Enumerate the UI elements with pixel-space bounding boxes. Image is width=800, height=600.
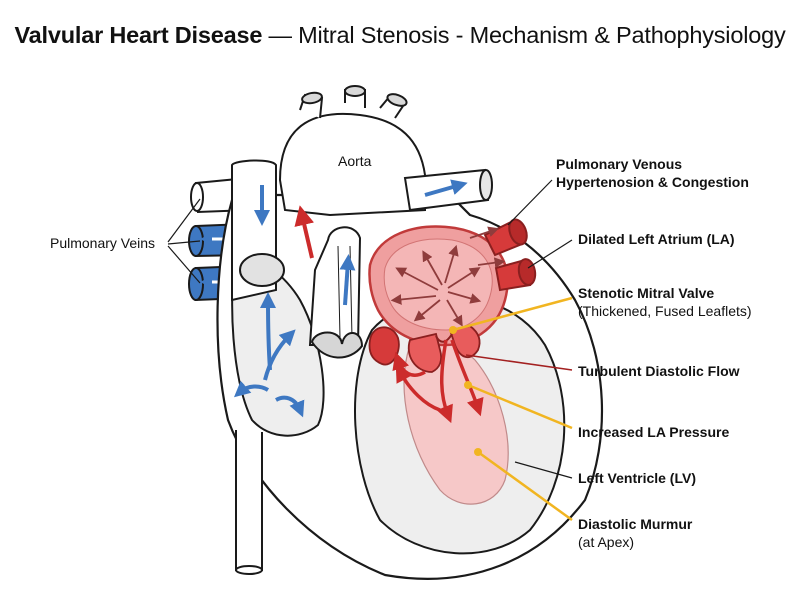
left-pulmonary-veins (483, 218, 537, 292)
la-pressure-arrows (390, 226, 506, 327)
aortic-flow-arrow (424, 179, 468, 197)
label-murmur-text: Diastolic Murmur (578, 516, 693, 532)
la-pressure-dot (464, 381, 472, 389)
title-bold: Valvular Heart Disease (14, 22, 263, 48)
label-stenotic-valve-sub: (Thickened, Fused Leaflets) (578, 303, 752, 319)
venous-flow-arrows (233, 185, 305, 418)
murmur-dot (474, 448, 482, 456)
turbulent-flow-arrows (392, 339, 484, 424)
aorta (278, 85, 493, 217)
label-stenotic-valve: Stenotic Mitral Valve (Thickened, Fused … (578, 284, 752, 320)
label-pulm-venous-line1: Pulmonary Venous (556, 156, 683, 172)
label-pulm-venous-line2: Hypertenosion & Congestion (556, 174, 749, 190)
inferior-vena-cava (235, 430, 263, 571)
label-murmur: Diastolic Murmur (at Apex) (578, 515, 692, 551)
tricuspid-opening (239, 253, 285, 287)
label-pulmonary-veins: Pulmonary Veins (50, 235, 156, 251)
mitral-valve (407, 325, 481, 373)
aortic-outflow-arrow (294, 205, 315, 259)
page-title: Valvular Heart Disease — Mitral Stenosis… (0, 22, 800, 49)
right-heart-chamber (231, 248, 325, 437)
papillary-region (368, 326, 400, 366)
label-dilated-la-text: Dilated Left Atrium (LA) (578, 231, 735, 247)
leader-lines (167, 179, 573, 522)
label-left-ventricle: Left Ventricle (LV) (578, 469, 696, 487)
label-turbulent-flow: Turbulent Diastolic Flow (578, 362, 740, 380)
title-rest: — Mitral Stenosis - Mechanism & Pathophy… (262, 22, 786, 48)
outflow-arrow (339, 254, 356, 306)
label-dilated-la: Dilated Left Atrium (LA) (578, 230, 735, 248)
valve-dot (449, 326, 457, 334)
label-stenotic-valve-text: Stenotic Mitral Valve (578, 285, 715, 301)
label-left-ventricle-text: Left Ventricle (LV) (578, 470, 696, 486)
label-murmur-sub: (at Apex) (578, 534, 635, 550)
label-turbulent-flow-text: Turbulent Diastolic Flow (578, 363, 740, 379)
la-inner-wall (383, 238, 493, 331)
label-increased-la-pressure-text: Increased LA Pressure (578, 424, 730, 440)
label-pulmonary-venous-hypertension: Pulmonary Venous Hypertenosion & Congest… (556, 155, 749, 191)
label-aorta: Aorta (338, 153, 372, 169)
semilunar-valve (310, 331, 364, 359)
label-increased-la-pressure: Increased LA Pressure (578, 423, 729, 441)
